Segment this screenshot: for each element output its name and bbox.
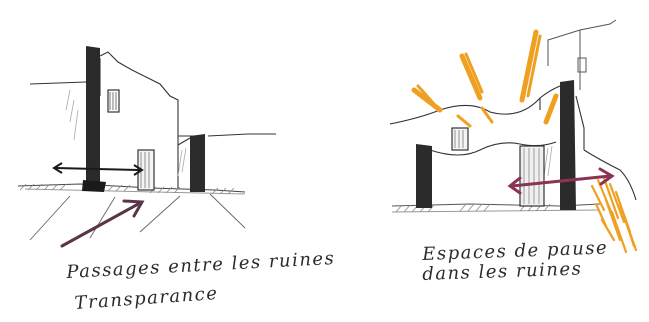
right-pillar-main — [560, 80, 576, 210]
sketch-right — [390, 20, 636, 252]
left-pillar-secondary — [190, 134, 205, 192]
right-window — [452, 128, 468, 150]
left-ground — [18, 184, 245, 194]
sketch-left — [18, 46, 276, 246]
left-wall-shading — [66, 90, 186, 176]
left-approach-arrow — [62, 201, 142, 246]
right-back-building — [548, 20, 616, 90]
right-pillar-left — [416, 144, 432, 208]
